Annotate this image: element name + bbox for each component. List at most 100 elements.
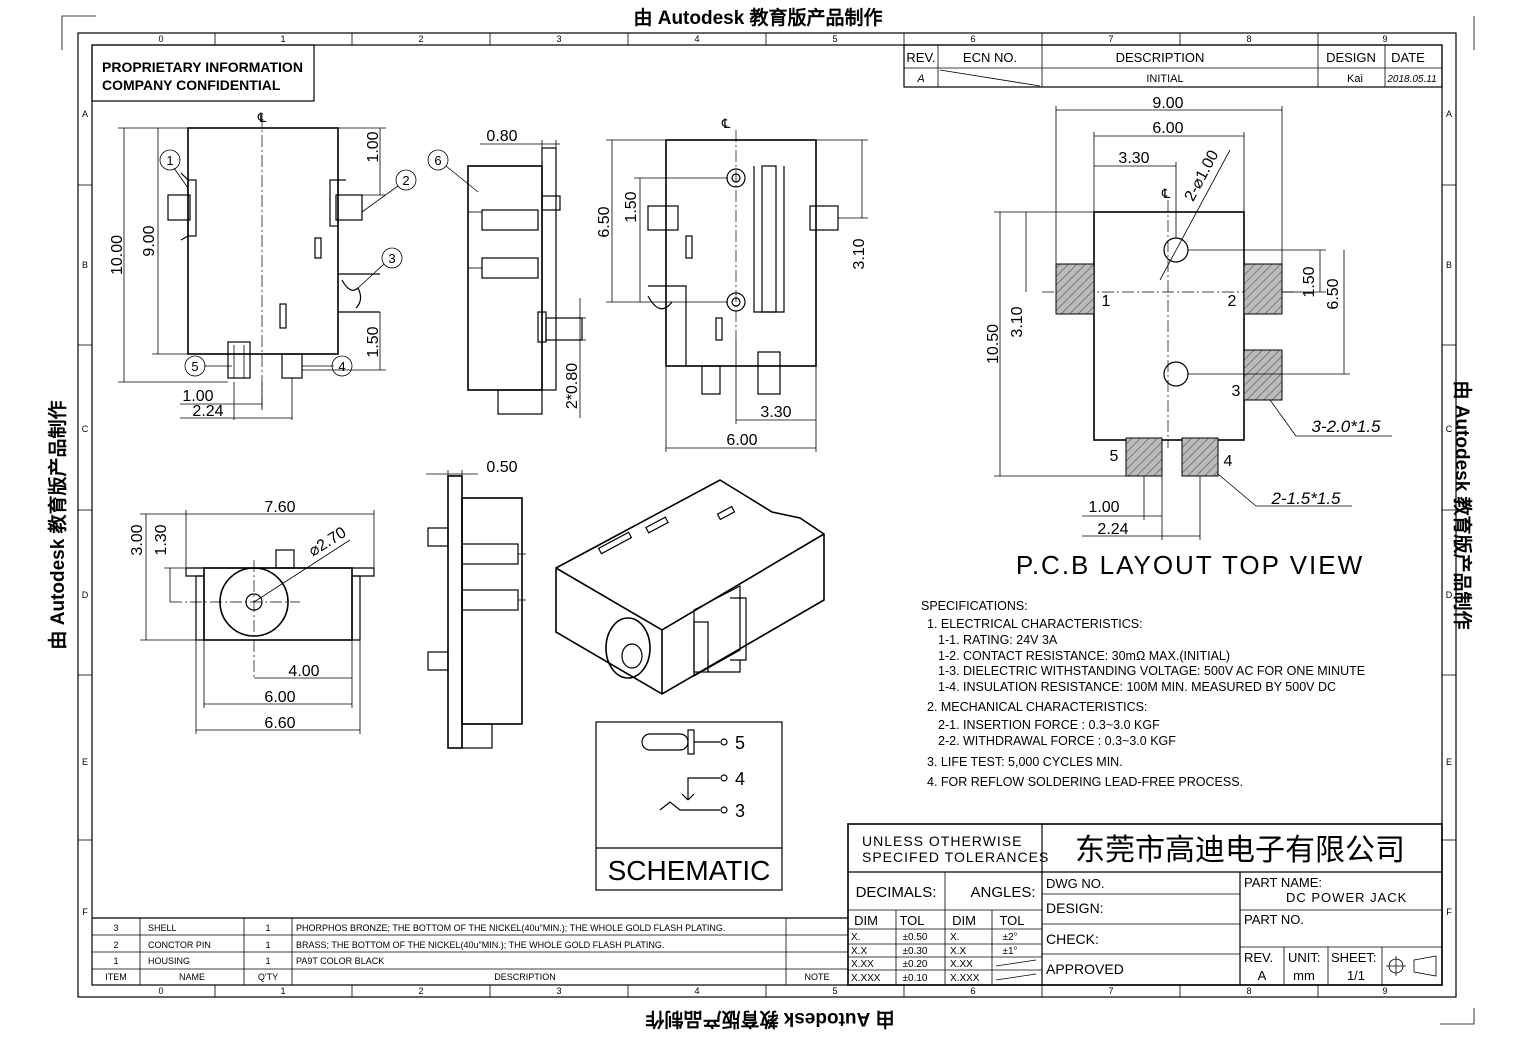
svg-text:1: 1 bbox=[166, 153, 173, 168]
svg-text:±0.50: ±0.50 bbox=[903, 932, 928, 943]
svg-text:1.00: 1.00 bbox=[1088, 499, 1119, 516]
svg-text:DESCRIPTION: DESCRIPTION bbox=[1116, 50, 1205, 65]
svg-text:E: E bbox=[1446, 757, 1452, 767]
side-view: ℄ bbox=[118, 110, 417, 420]
svg-text:3.00: 3.00 bbox=[129, 524, 146, 555]
svg-text:3. LIFE TEST: 5,000 CYCLES MIN: 3. LIFE TEST: 5,000 CYCLES MIN. bbox=[927, 755, 1123, 769]
pcb-layout: ℄ bbox=[994, 106, 1392, 540]
svg-text:PA9T COLOR BLACK: PA9T COLOR BLACK bbox=[296, 956, 384, 966]
svg-text:F: F bbox=[1446, 907, 1452, 917]
svg-text:C: C bbox=[1446, 424, 1453, 434]
watermark-top: 由 Autodesk 教育版产品制作 bbox=[633, 6, 882, 29]
svg-text:1-2. CONTACT RESISTANCE: 30mΩ: 1-2. CONTACT RESISTANCE: 30mΩ MAX.(INITI… bbox=[938, 649, 1230, 663]
svg-text:SPECIFED TOLERANCES: SPECIFED TOLERANCES bbox=[862, 849, 1049, 865]
pcb-title: P.C.B LAYOUT TOP VIEW bbox=[1016, 550, 1364, 580]
svg-text:X.XX: X.XX bbox=[950, 959, 973, 970]
svg-text:DATE: DATE bbox=[1391, 50, 1425, 65]
svg-text:1.50: 1.50 bbox=[1301, 266, 1318, 297]
svg-text:DESIGN:: DESIGN: bbox=[1046, 900, 1104, 916]
svg-text:2-1.5*1.5: 2-1.5*1.5 bbox=[1271, 489, 1342, 508]
proprietary-box bbox=[91, 44, 315, 102]
svg-text:4.00: 4.00 bbox=[288, 663, 319, 680]
svg-text:0: 0 bbox=[158, 34, 163, 44]
svg-text:A: A bbox=[82, 109, 88, 119]
svg-text:1-4. INSULATION RESISTANCE: 10: 1-4. INSULATION RESISTANCE: 100M MIN. ME… bbox=[938, 680, 1336, 694]
svg-text:DIM: DIM bbox=[854, 913, 878, 928]
svg-text:3: 3 bbox=[735, 801, 745, 821]
svg-text:1: 1 bbox=[280, 986, 285, 996]
svg-text:5: 5 bbox=[832, 34, 837, 44]
svg-text:A: A bbox=[1258, 968, 1267, 983]
svg-text:mm: mm bbox=[1293, 968, 1315, 983]
svg-text:±0.20: ±0.20 bbox=[903, 959, 928, 970]
svg-text:ECN NO.: ECN NO. bbox=[963, 50, 1017, 65]
inner-border bbox=[91, 44, 1443, 986]
svg-text:SPECIFICATIONS:: SPECIFICATIONS: bbox=[921, 599, 1028, 613]
svg-text:Q'TY: Q'TY bbox=[258, 972, 278, 982]
svg-text:℄: ℄ bbox=[721, 116, 731, 131]
svg-text:F: F bbox=[82, 907, 88, 917]
grid-ticks bbox=[78, 33, 1456, 997]
svg-text:±0.30: ±0.30 bbox=[903, 946, 928, 957]
svg-text:3: 3 bbox=[388, 251, 395, 266]
svg-text:SHEET:: SHEET: bbox=[1331, 950, 1377, 965]
schematic bbox=[595, 721, 783, 891]
watermark-left: 由 Autodesk 教育版产品制作 bbox=[46, 400, 69, 649]
svg-text:1/1: 1/1 bbox=[1347, 968, 1365, 983]
svg-text:DECIMALS:: DECIMALS: bbox=[856, 884, 937, 901]
title-block bbox=[847, 823, 1443, 986]
svg-text:3.30: 3.30 bbox=[1118, 150, 1149, 167]
svg-text:5: 5 bbox=[1110, 448, 1119, 465]
svg-text:℄: ℄ bbox=[257, 110, 267, 125]
svg-text:1.50: 1.50 bbox=[365, 326, 382, 357]
svg-text:X.XXX: X.XXX bbox=[851, 973, 881, 984]
svg-text:NAME: NAME bbox=[179, 972, 205, 982]
svg-text:INITIAL: INITIAL bbox=[1146, 73, 1183, 85]
svg-text:8: 8 bbox=[1246, 986, 1251, 996]
svg-text:UNIT:: UNIT: bbox=[1288, 950, 1321, 965]
svg-text:2: 2 bbox=[402, 173, 409, 188]
end-view bbox=[427, 140, 586, 418]
svg-text:6.00: 6.00 bbox=[264, 689, 295, 706]
svg-text:10.50: 10.50 bbox=[985, 324, 1002, 364]
svg-text:9.00: 9.00 bbox=[141, 225, 158, 256]
svg-text:DC POWER JACK: DC POWER JACK bbox=[1286, 890, 1407, 905]
svg-text:D: D bbox=[82, 590, 89, 600]
svg-text:1: 1 bbox=[265, 923, 270, 933]
svg-text:℄: ℄ bbox=[1161, 186, 1171, 201]
svg-text:5: 5 bbox=[832, 986, 837, 996]
svg-text:X.X: X.X bbox=[950, 946, 966, 957]
svg-text:DESCRIPTION: DESCRIPTION bbox=[494, 972, 556, 982]
svg-text:2-1. INSERTION FORCE : 0.3~3.0: 2-1. INSERTION FORCE : 0.3~3.0 KGF bbox=[938, 718, 1160, 732]
svg-text:2: 2 bbox=[418, 986, 423, 996]
svg-text:4: 4 bbox=[694, 34, 699, 44]
revision-table: REV. ECN NO. DESCRIPTION DESIGN DATE A I… bbox=[903, 44, 1443, 88]
svg-text:2018.05.11: 2018.05.11 bbox=[1386, 74, 1436, 85]
specifications: SPECIFICATIONS: 1. ELECTRICAL CHARACTERI… bbox=[921, 599, 1365, 789]
svg-text:3-2.0*1.5: 3-2.0*1.5 bbox=[1312, 417, 1382, 436]
svg-text:3: 3 bbox=[113, 923, 118, 933]
svg-text:X.X: X.X bbox=[851, 946, 867, 957]
svg-text:NOTE: NOTE bbox=[804, 972, 829, 982]
proprietary-line1: PROPRIETARY INFORMATION bbox=[102, 59, 303, 75]
svg-text:6.50: 6.50 bbox=[1325, 278, 1342, 309]
svg-text:A: A bbox=[1446, 109, 1452, 119]
svg-text:9: 9 bbox=[1382, 34, 1387, 44]
svg-text:2.24: 2.24 bbox=[192, 403, 223, 420]
svg-text:CONCTOR PIN: CONCTOR PIN bbox=[148, 940, 211, 950]
svg-text:4: 4 bbox=[694, 986, 699, 996]
grid-labels: 0 1 2 3 4 5 6 7 8 9 0 1 2 3 4 5 6 7 8 9 … bbox=[82, 34, 1453, 996]
svg-text:3: 3 bbox=[556, 986, 561, 996]
schematic-title: SCHEMATIC bbox=[608, 855, 771, 886]
svg-text:UNLESS OTHERWISE: UNLESS OTHERWISE bbox=[862, 833, 1022, 849]
svg-text:DIM: DIM bbox=[952, 913, 976, 928]
svg-text:REV.: REV. bbox=[906, 50, 935, 65]
svg-text:5: 5 bbox=[191, 359, 198, 374]
svg-text:A: A bbox=[916, 73, 924, 85]
svg-text:6.60: 6.60 bbox=[264, 715, 295, 732]
svg-text:E: E bbox=[82, 757, 88, 767]
svg-text:HOUSING: HOUSING bbox=[148, 956, 190, 966]
svg-text:7: 7 bbox=[1108, 34, 1113, 44]
svg-text:2. MECHANICAL CHARACTERISTICS:: 2. MECHANICAL CHARACTERISTICS: bbox=[927, 700, 1147, 714]
